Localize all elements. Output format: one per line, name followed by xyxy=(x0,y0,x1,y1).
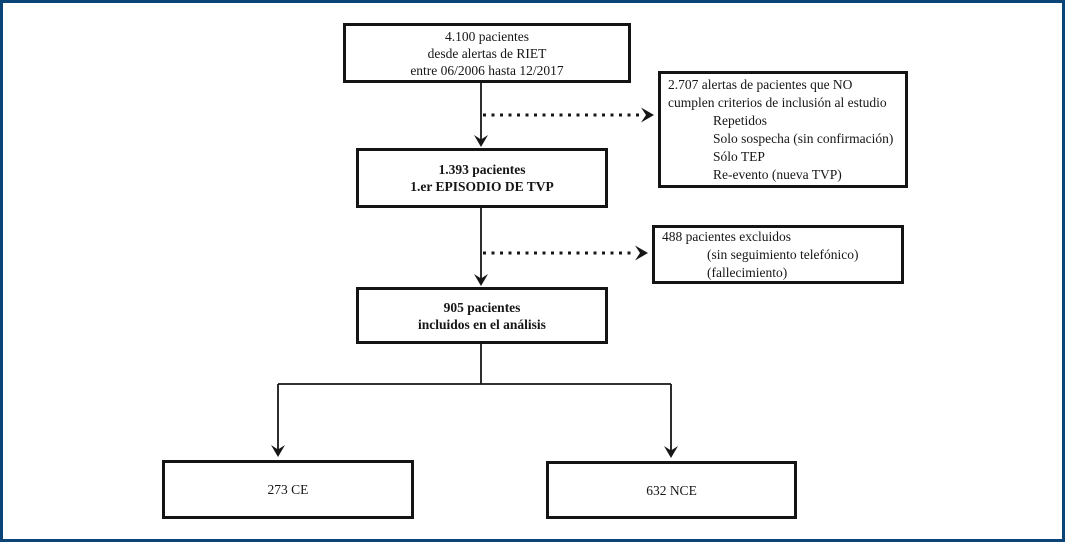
arrowhead-exclusion-1 xyxy=(641,107,654,123)
node-line: Sólo TEP xyxy=(713,148,765,164)
arrowhead-nce xyxy=(664,446,678,458)
node-line: Re-evento (nueva TVP) xyxy=(713,166,842,182)
node-line: 4.100 pacientes xyxy=(445,28,529,44)
arrowhead-top-to-episode xyxy=(474,135,488,147)
arrowhead-exclusion-2 xyxy=(635,245,648,261)
node-line: 905 pacientes xyxy=(443,299,521,315)
node-first-episode: 1.393 pacientes 1.er EPISODIO DE TVP xyxy=(356,148,608,208)
node-line: (sin seguimiento telefónico) xyxy=(707,246,859,262)
node-line: 1.er EPISODIO DE TVP xyxy=(410,179,554,194)
node-excluded-followup: 488 pacientes excluidos (sin seguimiento… xyxy=(652,225,904,284)
node-line: 2.707 alertas de pacientes que NO xyxy=(668,76,853,92)
node-line: 273 CE xyxy=(267,482,309,497)
node-excluded-criteria: 2.707 alertas de pacientes que NO cumple… xyxy=(658,71,908,188)
node-nce: 632 NCE xyxy=(546,461,797,519)
node-line: 488 pacientes excluidos xyxy=(662,228,791,244)
node-ce: 273 CE xyxy=(162,460,414,519)
node-line: (fallecimiento) xyxy=(707,264,788,280)
node-line: cumplen criterios de inclusión al estudi… xyxy=(668,94,887,110)
arrowhead-episode-to-included xyxy=(474,274,488,286)
node-line: entre 06/2006 hasta 12/2017 xyxy=(410,62,564,78)
node-line: Repetidos xyxy=(713,112,767,128)
node-line: incluidos en el análisis xyxy=(418,316,546,332)
arrowhead-ce xyxy=(271,445,285,457)
node-total-patients: 4.100 pacientes desde alertas de RIET en… xyxy=(343,23,631,83)
node-line: 632 NCE xyxy=(646,482,697,498)
node-line: desde alertas de RIET xyxy=(427,45,547,61)
node-line: 1.393 pacientes xyxy=(438,162,526,177)
node-line: Solo sospecha (sin confirmación) xyxy=(713,130,894,146)
node-included-analysis: 905 pacientes incluidos en el análisis xyxy=(356,287,608,344)
